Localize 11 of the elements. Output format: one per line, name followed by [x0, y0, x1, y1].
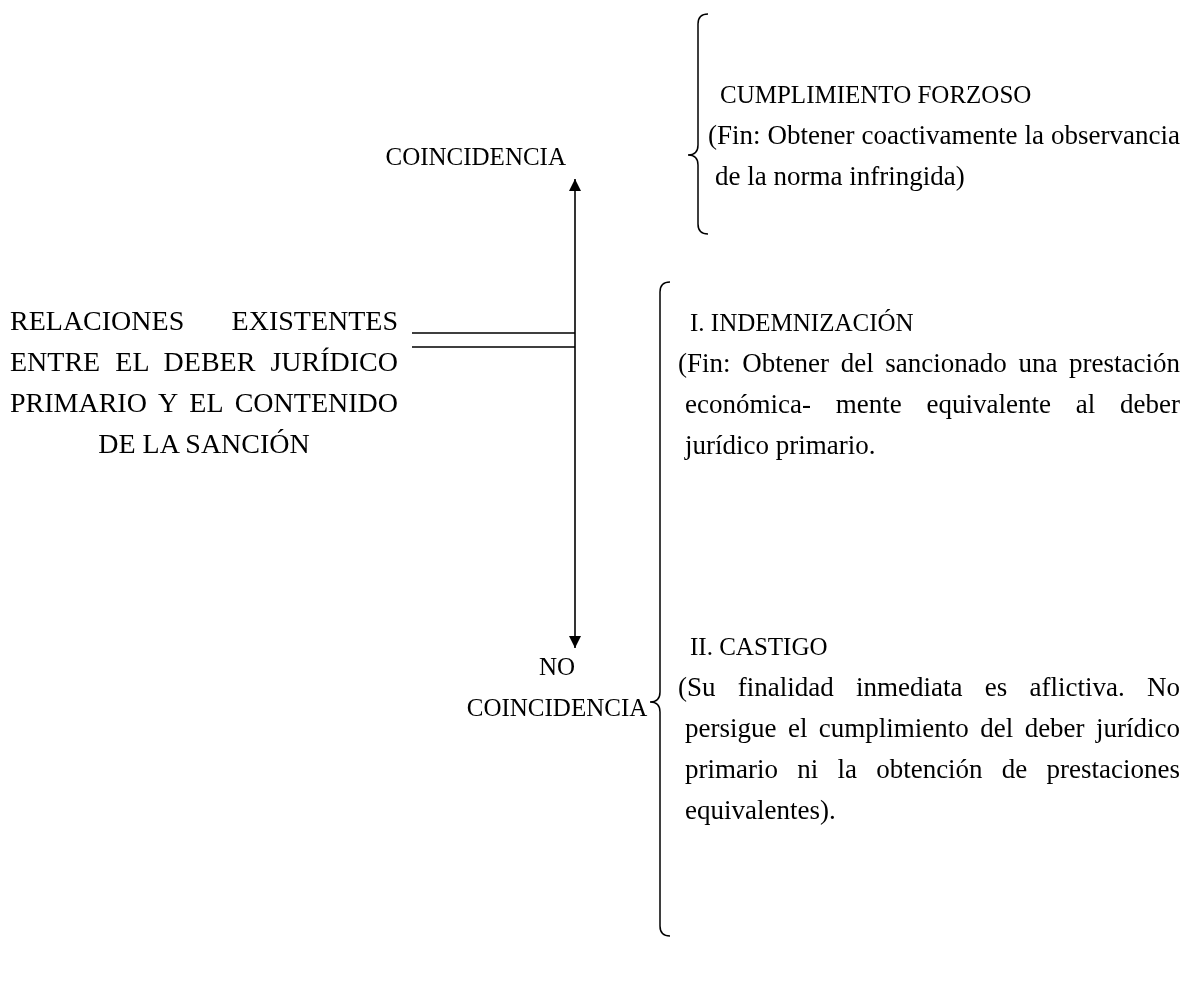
category-heading: II. CASTIGO	[689, 632, 829, 662]
branch-label: NO COINCIDENCIA	[465, 652, 649, 723]
category-heading: I. INDEMNIZACIÓN	[689, 308, 915, 338]
title-text: RELACIONES EXISTENTES ENTRE EL DEBER JURÍDICO PRIMARIO Y EL CONTENIDO DE LA SANCIÓN	[10, 304, 398, 461]
double-line	[411, 332, 576, 348]
category-description: (Fin: Obtener del sancionado una prestación económica- mente equivalente al deber jurídico primario.	[678, 347, 1180, 462]
category-description: (Fin: Obtener coactivamente la observancia de la norma infringida)	[708, 119, 1180, 193]
double-headed-arrow	[569, 178, 581, 649]
branch-label: COINCIDENCIA	[384, 142, 566, 172]
category-description: (Su finalidad inmediata es aflictiva. No persigue el cumplimiento del deber jurídico primario ni la obtención de prestaciones equivalentes).	[678, 671, 1180, 827]
category-heading: CUMPLIMIENTO FORZOSO	[719, 80, 1033, 110]
